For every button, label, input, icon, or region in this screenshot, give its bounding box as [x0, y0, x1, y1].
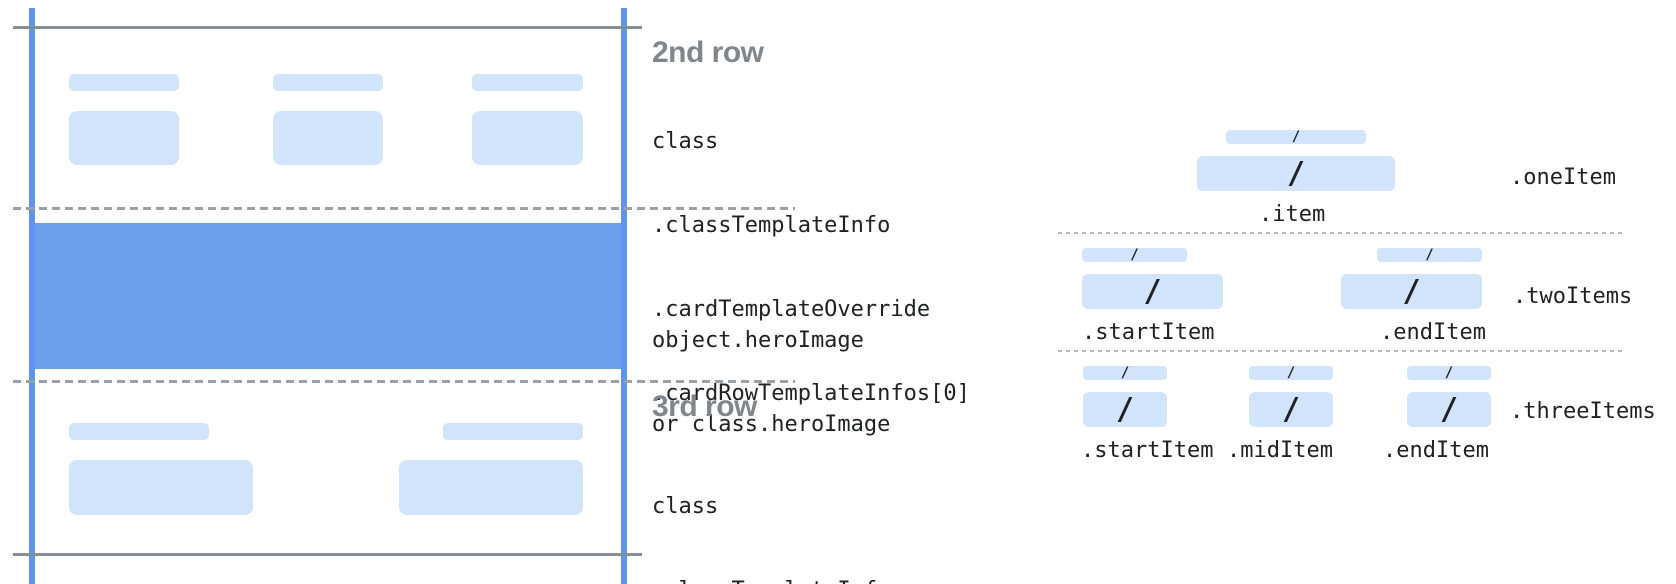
items-separator-dashed-2: [1058, 350, 1622, 352]
row3-heading: 3rd row: [652, 390, 757, 423]
three-items-end-label-bar: /: [1407, 366, 1491, 380]
row2-item2-value-placeholder: [273, 111, 383, 165]
one-item-label-bar: /: [1226, 130, 1366, 144]
hero-image-band: [35, 223, 621, 369]
two-items-start-value-bar: /: [1082, 274, 1223, 309]
items-separator-dashed-1: [1058, 232, 1622, 234]
text-placeholder-slash: /: [1425, 247, 1434, 263]
card-left-edge-guide: [29, 8, 35, 584]
three-items-group-label: .threeItems: [1510, 399, 1656, 424]
two-items-end-label-bar: /: [1377, 248, 1482, 262]
row3-item1-value-placeholder: [69, 460, 253, 515]
two-items-start-label-bar: /: [1082, 248, 1187, 262]
one-item-value-bar: /: [1197, 156, 1395, 191]
row3-class-path: class .classTemplateInfo .cardTemplateOv…: [652, 437, 970, 584]
text-placeholder-slash: /: [1130, 247, 1139, 263]
one-item-group-label: .oneItem: [1510, 165, 1616, 190]
row2-item2-label-placeholder: [273, 74, 383, 91]
code-line: class: [652, 494, 719, 519]
code-line: or class.heroImage: [652, 412, 891, 437]
three-items-mid-label: .midItem: [1227, 438, 1333, 463]
text-placeholder-slash: /: [1439, 391, 1459, 427]
text-placeholder-slash: /: [1143, 273, 1162, 309]
code-line: object.heroImage: [652, 328, 864, 353]
two-items-group-label: .twoItems: [1513, 284, 1633, 309]
text-placeholder-slash: /: [1286, 155, 1306, 191]
two-items-start-label: .startItem: [1082, 320, 1215, 345]
two-items-end-value-bar: /: [1341, 274, 1482, 309]
code-line: class: [652, 129, 719, 154]
hero-image-path: object.heroImage or class.heroImage: [652, 271, 890, 495]
text-placeholder-slash: /: [1444, 365, 1454, 381]
row-divider-dashed-top: [13, 207, 795, 210]
text-placeholder-slash: /: [1291, 129, 1301, 145]
code-line: .classTemplateInfo: [652, 213, 891, 238]
three-items-start-label-bar: /: [1083, 366, 1167, 380]
code-line: .classTemplateInfo: [652, 577, 970, 584]
two-items-end-label: .endItem: [1380, 320, 1486, 345]
row-divider-dashed-bottom: [13, 380, 795, 383]
text-placeholder-slash: /: [1120, 365, 1130, 381]
row2-item1-value-placeholder: [69, 111, 179, 165]
three-items-end-label: .endItem: [1383, 438, 1489, 463]
three-items-start-label: .startItem: [1081, 438, 1214, 463]
code-line: .cardRowTemplateInfos[0]: [652, 381, 970, 406]
row2-item1-label-placeholder: [69, 74, 179, 91]
row2-heading: 2nd row: [652, 36, 764, 69]
text-placeholder-slash: /: [1402, 273, 1421, 309]
row3-item2-value-placeholder: [399, 460, 583, 515]
text-placeholder-slash: /: [1281, 391, 1301, 427]
three-items-mid-label-bar: /: [1249, 366, 1333, 380]
card-right-edge-guide: [621, 8, 627, 584]
row2-item3-label-placeholder: [472, 74, 583, 91]
three-items-start-value-bar: /: [1083, 392, 1167, 427]
three-items-mid-value-bar: /: [1249, 392, 1333, 427]
card-top-boundary-line: [13, 26, 642, 29]
one-item-item-label: .item: [1259, 202, 1326, 227]
text-placeholder-slash: /: [1286, 365, 1296, 381]
row2-class-path: class .classTemplateInfo .cardTemplateOv…: [652, 72, 970, 464]
row2-item3-value-placeholder: [472, 111, 583, 165]
three-items-end-value-bar: /: [1407, 392, 1491, 427]
card-bottom-boundary-line: [13, 553, 642, 556]
row3-item1-label-placeholder: [69, 423, 209, 440]
text-placeholder-slash: /: [1115, 391, 1135, 427]
code-line: .cardTemplateOverride: [652, 297, 931, 322]
row3-item2-label-placeholder: [443, 423, 583, 440]
